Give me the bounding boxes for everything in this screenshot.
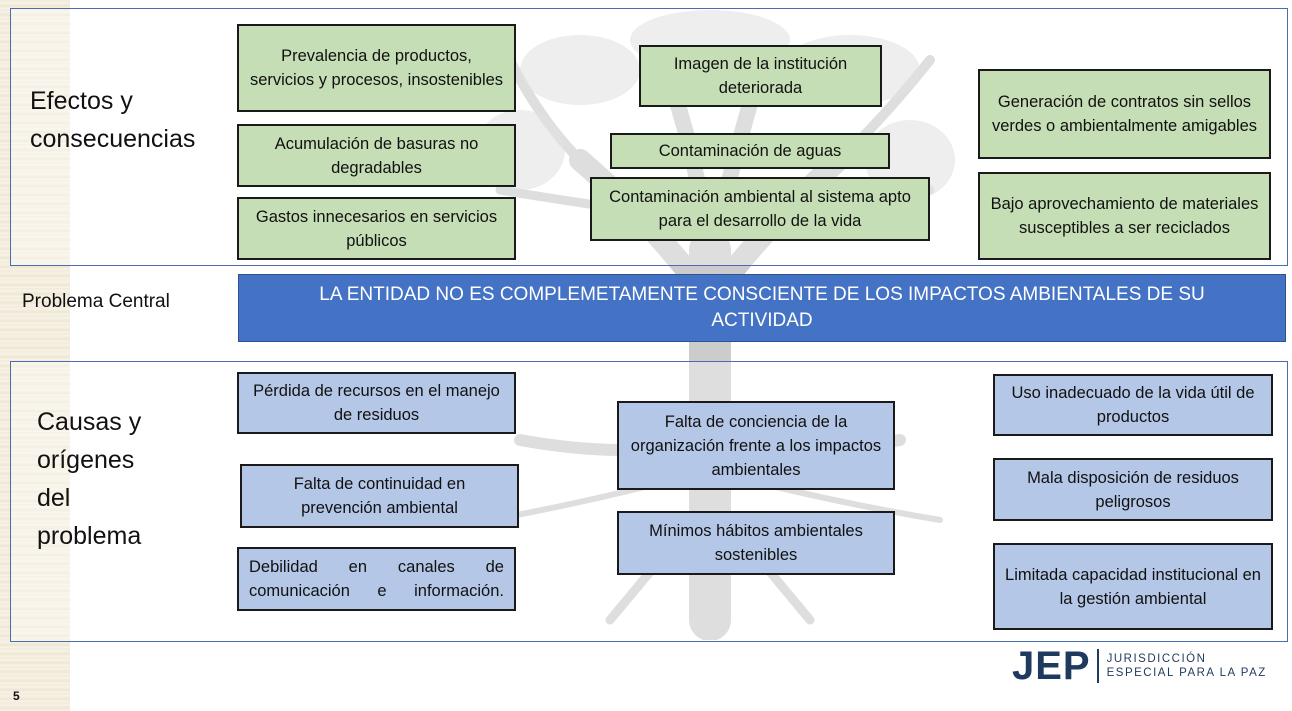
jep-logo: JEP JURISDICCIÓN ESPECIAL PARA LA PAZ	[1012, 643, 1267, 688]
cause-box: Mala disposición de residuos peligrosos	[993, 458, 1273, 521]
effect-box: Contaminación de aguas	[610, 133, 890, 169]
cause-box: Limitada capacidad institucional en la g…	[993, 543, 1273, 630]
cause-box: Falta de conciencia de la organización f…	[617, 401, 895, 490]
jep-logo-mark: JEP	[1012, 643, 1091, 688]
cause-box: Falta de continuidad en prevención ambie…	[240, 464, 519, 528]
effect-box: Generación de contratos sin sellos verde…	[978, 69, 1271, 159]
effect-box: Gastos innecesarios en servicios público…	[237, 197, 516, 260]
logo-line-1: JURISDICCIÓN	[1106, 653, 1207, 665]
effect-box: Imagen de la institución deteriorada	[639, 45, 882, 107]
central-problem-label: Problema Central	[22, 291, 170, 312]
jep-logo-text: JURISDICCIÓN ESPECIAL PARA LA PAZ	[1107, 652, 1267, 680]
page-number: 5	[13, 689, 20, 703]
effect-box: Acumulación de basuras no degradables	[237, 124, 516, 187]
paper-texture-strip	[0, 0, 70, 711]
cause-box: Mínimos hábitos ambientales sostenibles	[617, 511, 895, 575]
cause-box: Pérdida de recursos en el manejo de resi…	[237, 372, 516, 434]
cause-box: Debilidad en canales de comunicación e i…	[237, 547, 516, 611]
effect-box: Contaminación ambiental al sistema apto …	[590, 177, 930, 241]
effect-box: Prevalencia de productos, servicios y pr…	[237, 24, 516, 112]
cause-box: Uso inadecuado de la vida útil de produc…	[993, 374, 1273, 436]
effects-section-label: Efectos y consecuencias	[30, 87, 196, 153]
causes-section-label: Causas y orígenes del problema	[37, 408, 142, 550]
central-problem-banner: LA ENTIDAD NO ES COMPLEMETAMENTE CONSCIE…	[238, 274, 1286, 342]
logo-line-2: ESPECIAL PARA LA PAZ	[1106, 667, 1267, 679]
effect-box: Bajo aprovechamiento de materiales susce…	[978, 172, 1271, 260]
logo-divider	[1096, 649, 1099, 683]
